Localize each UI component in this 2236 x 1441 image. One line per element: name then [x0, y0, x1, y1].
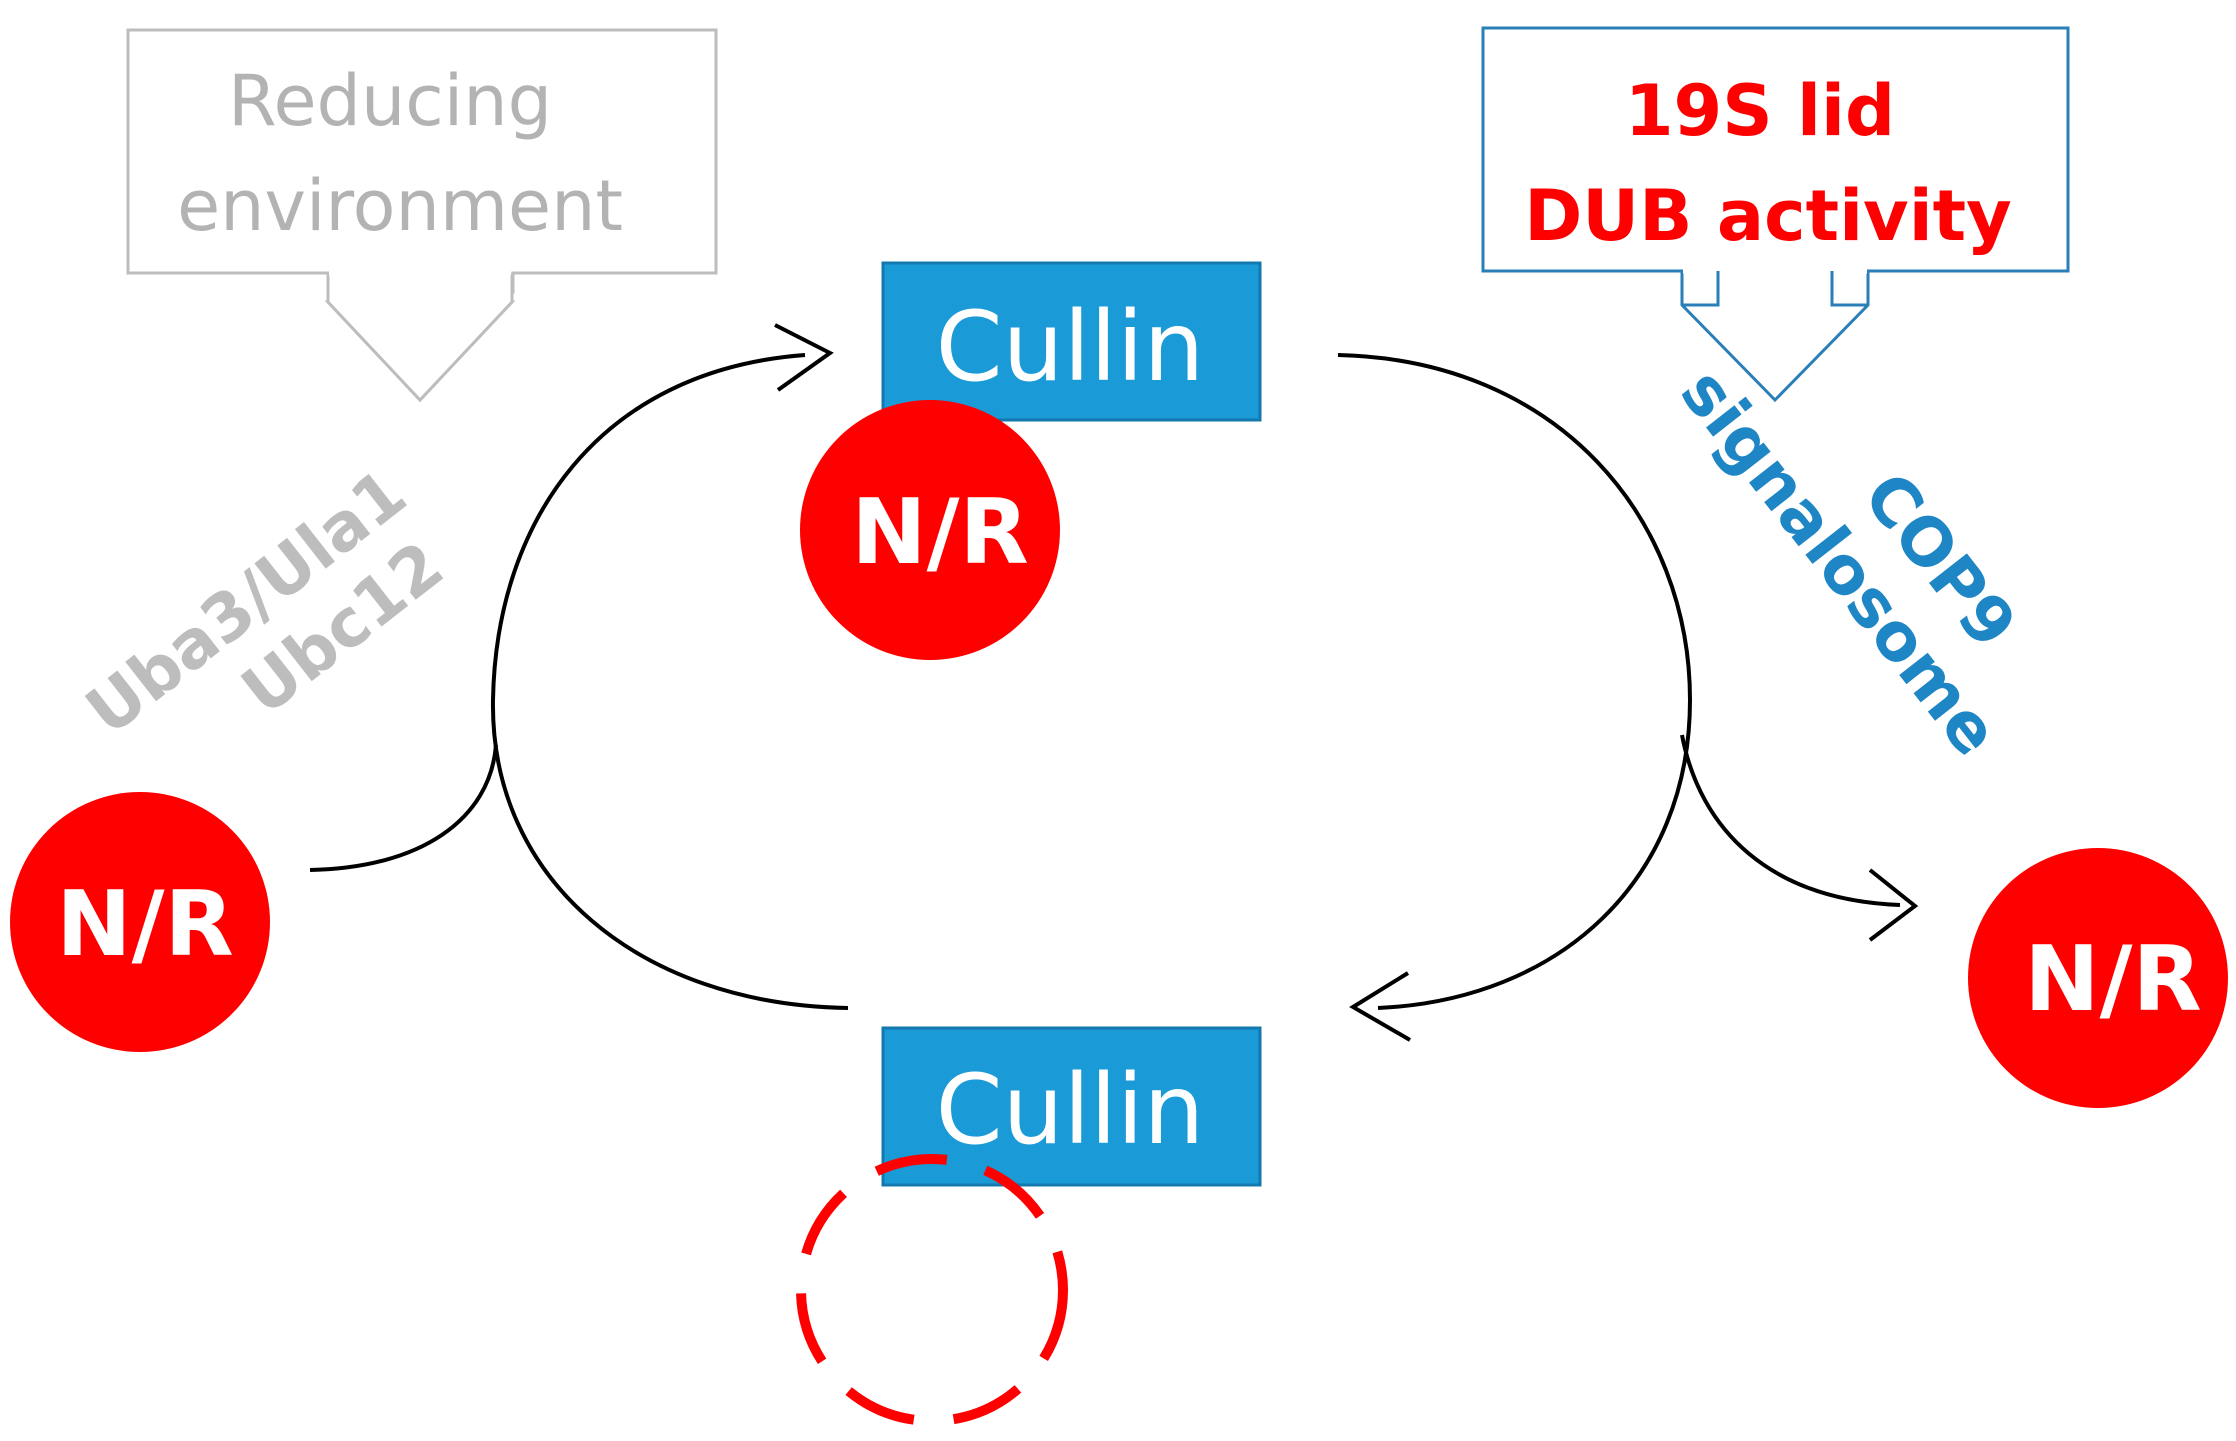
neddylation-arrowhead — [774, 323, 834, 392]
nr-exit-arrowhead — [1868, 868, 1919, 942]
cullin-bottom: Cullin — [881, 1026, 1262, 1187]
dub-activity-callout: 19S lid DUB activity — [1481, 26, 2070, 403]
nr-entry-arc — [309, 744, 498, 872]
cullin-top-label: Cullin — [936, 291, 1205, 403]
nr-top-label: N/R — [851, 480, 1029, 585]
nr-right: N/R — [1968, 848, 2228, 1108]
cullin-bottom-label: Cullin — [936, 1054, 1205, 1166]
nr-left-label: N/R — [56, 872, 234, 977]
cycle-arrows — [309, 323, 1919, 1042]
nr-right-label: N/R — [2024, 927, 2202, 1032]
empty-nr-site — [796, 1154, 1068, 1426]
nr-top: N/R — [800, 400, 1060, 660]
deneddylation-arc — [1337, 353, 1693, 1010]
activating-enzymes-label: Uba3/Ula1 Ubc12 — [72, 454, 458, 750]
dub-label-line1: 19S lid — [1625, 70, 1895, 152]
dub-label-line2: DUB activity — [1524, 175, 2012, 257]
neddylation-arc — [490, 353, 849, 1010]
cullin-top: Cullin — [881, 261, 1262, 422]
csn-label: COP9 signalosome — [1666, 355, 2032, 770]
reducing-label-line1: Reducing — [228, 60, 552, 142]
nr-left: N/R — [10, 792, 270, 1052]
deneddylation-arrowhead — [1349, 971, 1412, 1042]
nr-exit-arc — [1680, 734, 1901, 907]
reducing-label-line2: environment — [177, 165, 623, 247]
reducing-environment-callout: Reducing environment — [126, 28, 718, 403]
